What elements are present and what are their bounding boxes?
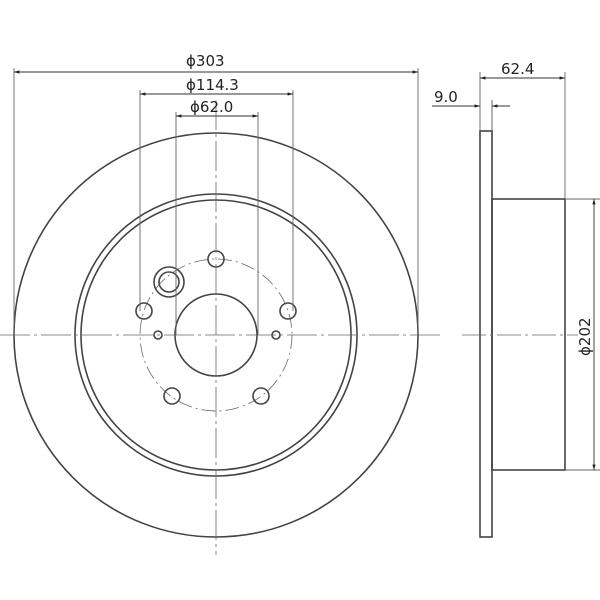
label-outer-diameter: ϕ303 xyxy=(186,52,225,70)
bolt-hole xyxy=(252,387,270,405)
set-screw-hole-inner xyxy=(158,271,180,293)
bolt-hole xyxy=(279,302,297,320)
side-view xyxy=(479,130,566,538)
bolt-hole xyxy=(163,387,181,405)
label-total-height: 62.4 xyxy=(501,60,534,78)
hat-section xyxy=(491,198,566,471)
label-hat-diameter: ϕ202 xyxy=(576,317,594,356)
label-thickness: 9.0 xyxy=(434,88,458,106)
front-centerlines xyxy=(0,100,440,555)
dim-hat-diameter xyxy=(565,198,600,471)
dim-thickness xyxy=(432,100,510,131)
label-center-bore: ϕ62.0 xyxy=(190,98,233,116)
dim-total-height xyxy=(479,72,566,199)
set-screw-hole-outer xyxy=(153,266,185,298)
disc-plate-section xyxy=(479,130,493,538)
locating-hole xyxy=(153,330,163,340)
dim-center-bore xyxy=(175,112,259,335)
bolt-hole xyxy=(135,302,153,320)
dim-bolt-circle xyxy=(139,90,294,311)
dim-outer-diameter xyxy=(13,68,419,335)
label-bolt-circle: ϕ114.3 xyxy=(186,76,239,94)
